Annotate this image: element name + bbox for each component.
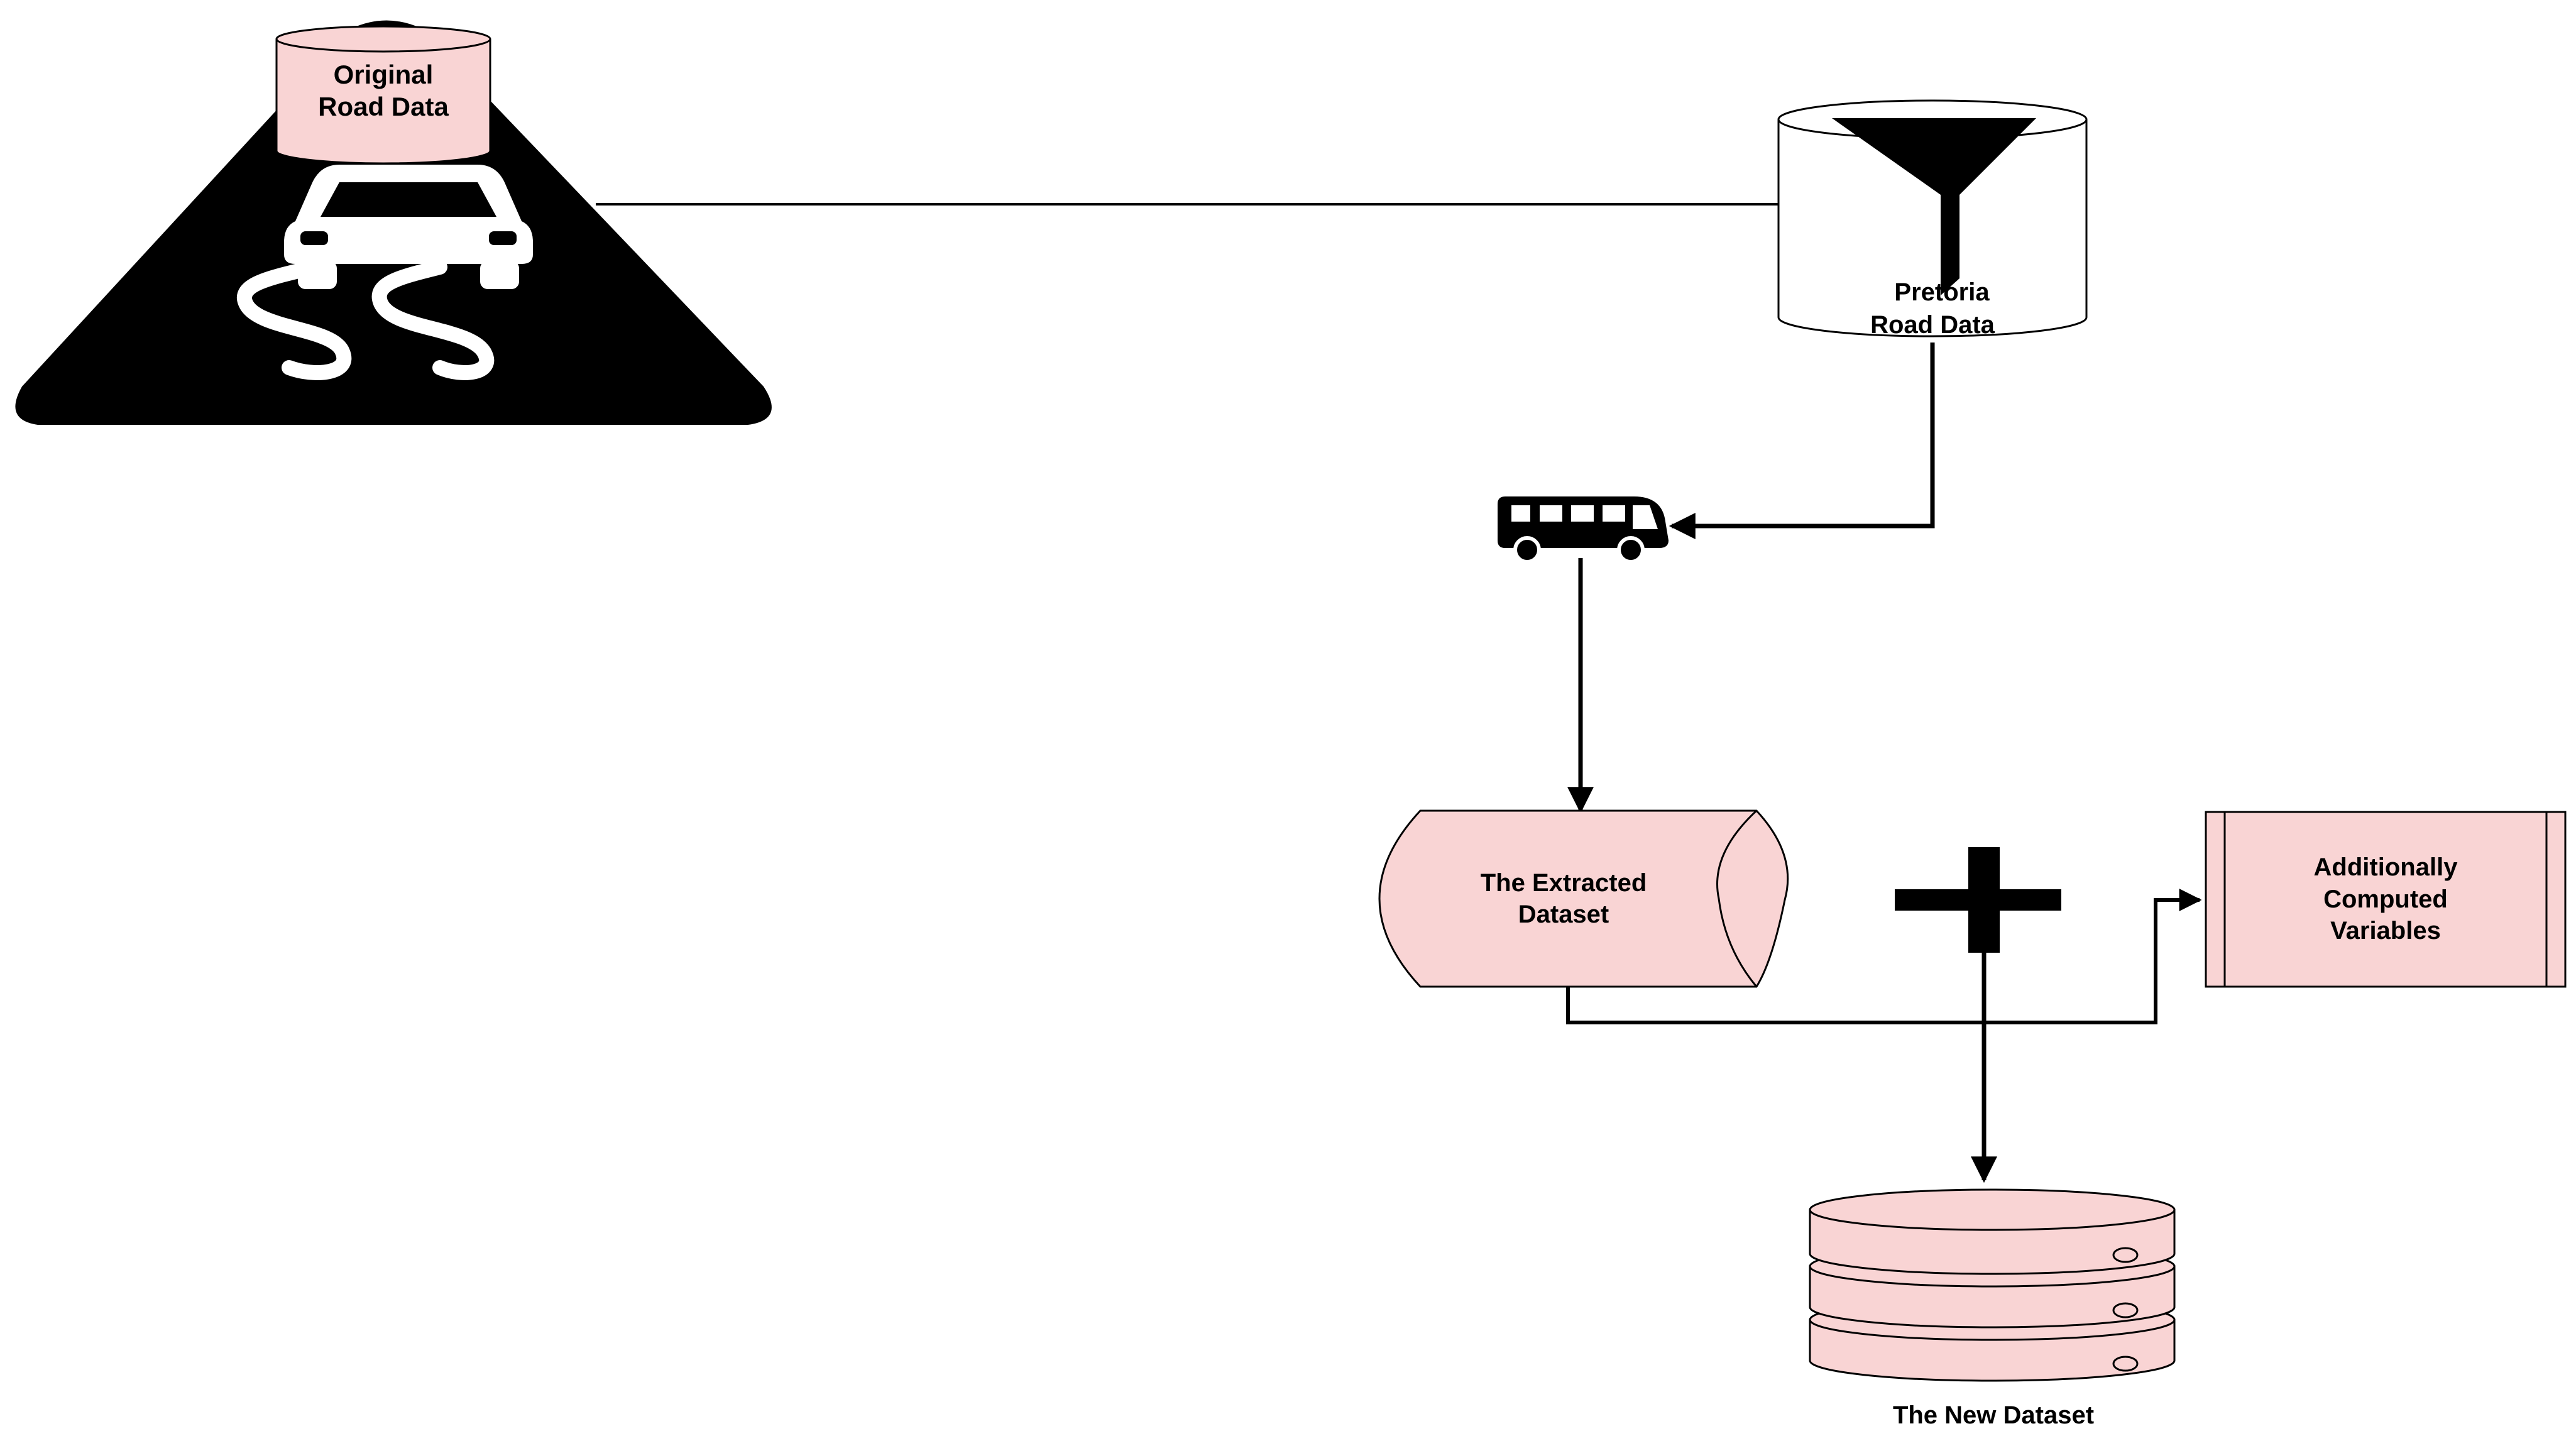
original-road-data-node: Original Road Data xyxy=(275,25,491,165)
disk-indicator xyxy=(2112,1356,2139,1372)
original-road-data-label-1: Original xyxy=(334,60,434,89)
disk-indicator xyxy=(2112,1247,2139,1263)
skid-mark-right xyxy=(371,260,495,380)
additional-variables-node: Additionally Computed Variables xyxy=(2205,811,2567,988)
additional-variables-label-3: Variables xyxy=(2330,917,2441,945)
extracted-dataset-label-2: Dataset xyxy=(1518,901,1609,928)
original-road-data-label-2: Road Data xyxy=(318,92,449,121)
plus-icon xyxy=(1895,847,2061,953)
connector-merge-line xyxy=(1566,889,2202,1024)
new-dataset-node: The New Dataset xyxy=(1809,1188,2176,1429)
extracted-dataset-node: The Extracted Dataset xyxy=(1378,809,1789,988)
pretoria-road-data-label-2: Road Data xyxy=(1870,311,1995,339)
additional-variables-label-1: Additionally xyxy=(2314,853,2458,881)
skid-mark-left xyxy=(237,260,352,380)
extracted-dataset-label-1: The Extracted xyxy=(1481,869,1647,897)
funnel-filter-icon xyxy=(1832,118,2036,295)
additional-variables-label-2: Computed xyxy=(2323,885,2448,913)
new-dataset-label: The New Dataset xyxy=(1893,1401,2094,1429)
bus-icon xyxy=(1498,496,1669,564)
pretoria-road-data-label-1: Pretoria xyxy=(1894,278,1990,306)
slippery-road-icon xyxy=(15,20,772,425)
connector-pretoria-to-bus xyxy=(1669,343,1935,539)
pretoria-road-data-node: Pretoria Road Data xyxy=(1777,99,2088,339)
disk-indicator xyxy=(2112,1302,2139,1318)
